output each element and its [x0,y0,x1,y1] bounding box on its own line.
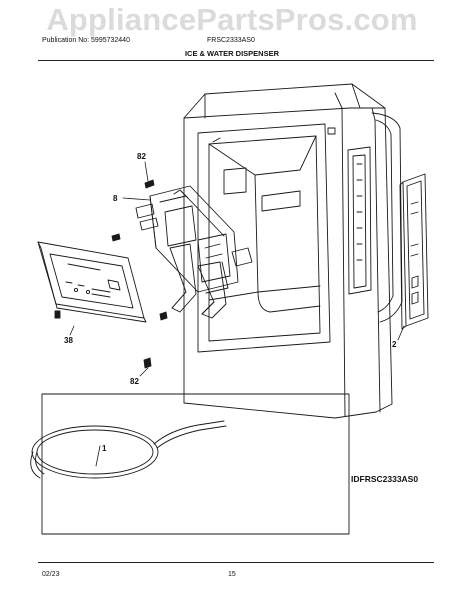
dispenser-recess [197,123,331,353]
callout-82-top: 82 [137,152,146,161]
tubing-inset [30,393,350,535]
screw-icon [144,179,155,189]
screw-icon [54,310,61,319]
callout-2: 2 [392,340,397,349]
refrigerator-door [183,83,393,419]
callout-82-bottom: 82 [130,377,139,386]
part-38-control-module [37,241,147,323]
part-8-dispenser-housing [135,185,253,294]
header-rule [38,60,434,61]
drawing-id: IDFRSC2333AS0 [351,474,419,484]
callout-8: 8 [113,194,118,203]
section-title: ICE & WATER DISPENSER [184,49,280,58]
screw-icons [54,179,168,369]
callout-38: 38 [64,336,73,345]
screw-icon [111,233,121,242]
leader-lines [69,161,405,467]
screw-icon [143,357,152,369]
dispenser-paddles [169,243,227,319]
screw-icon [159,311,168,321]
footer-date: 02/23 [42,571,60,578]
publication-number: Publication No: 5995732440 [42,37,130,44]
watermark: AppliancePartsPros.com [46,2,418,37]
part-2-control-panel [399,173,429,330]
page-number: 15 [228,571,236,578]
model-number: FRSC2333AS0 [207,37,255,44]
footer-rule [38,562,434,563]
door-handle [347,112,403,323]
callout-1: 1 [102,444,107,453]
